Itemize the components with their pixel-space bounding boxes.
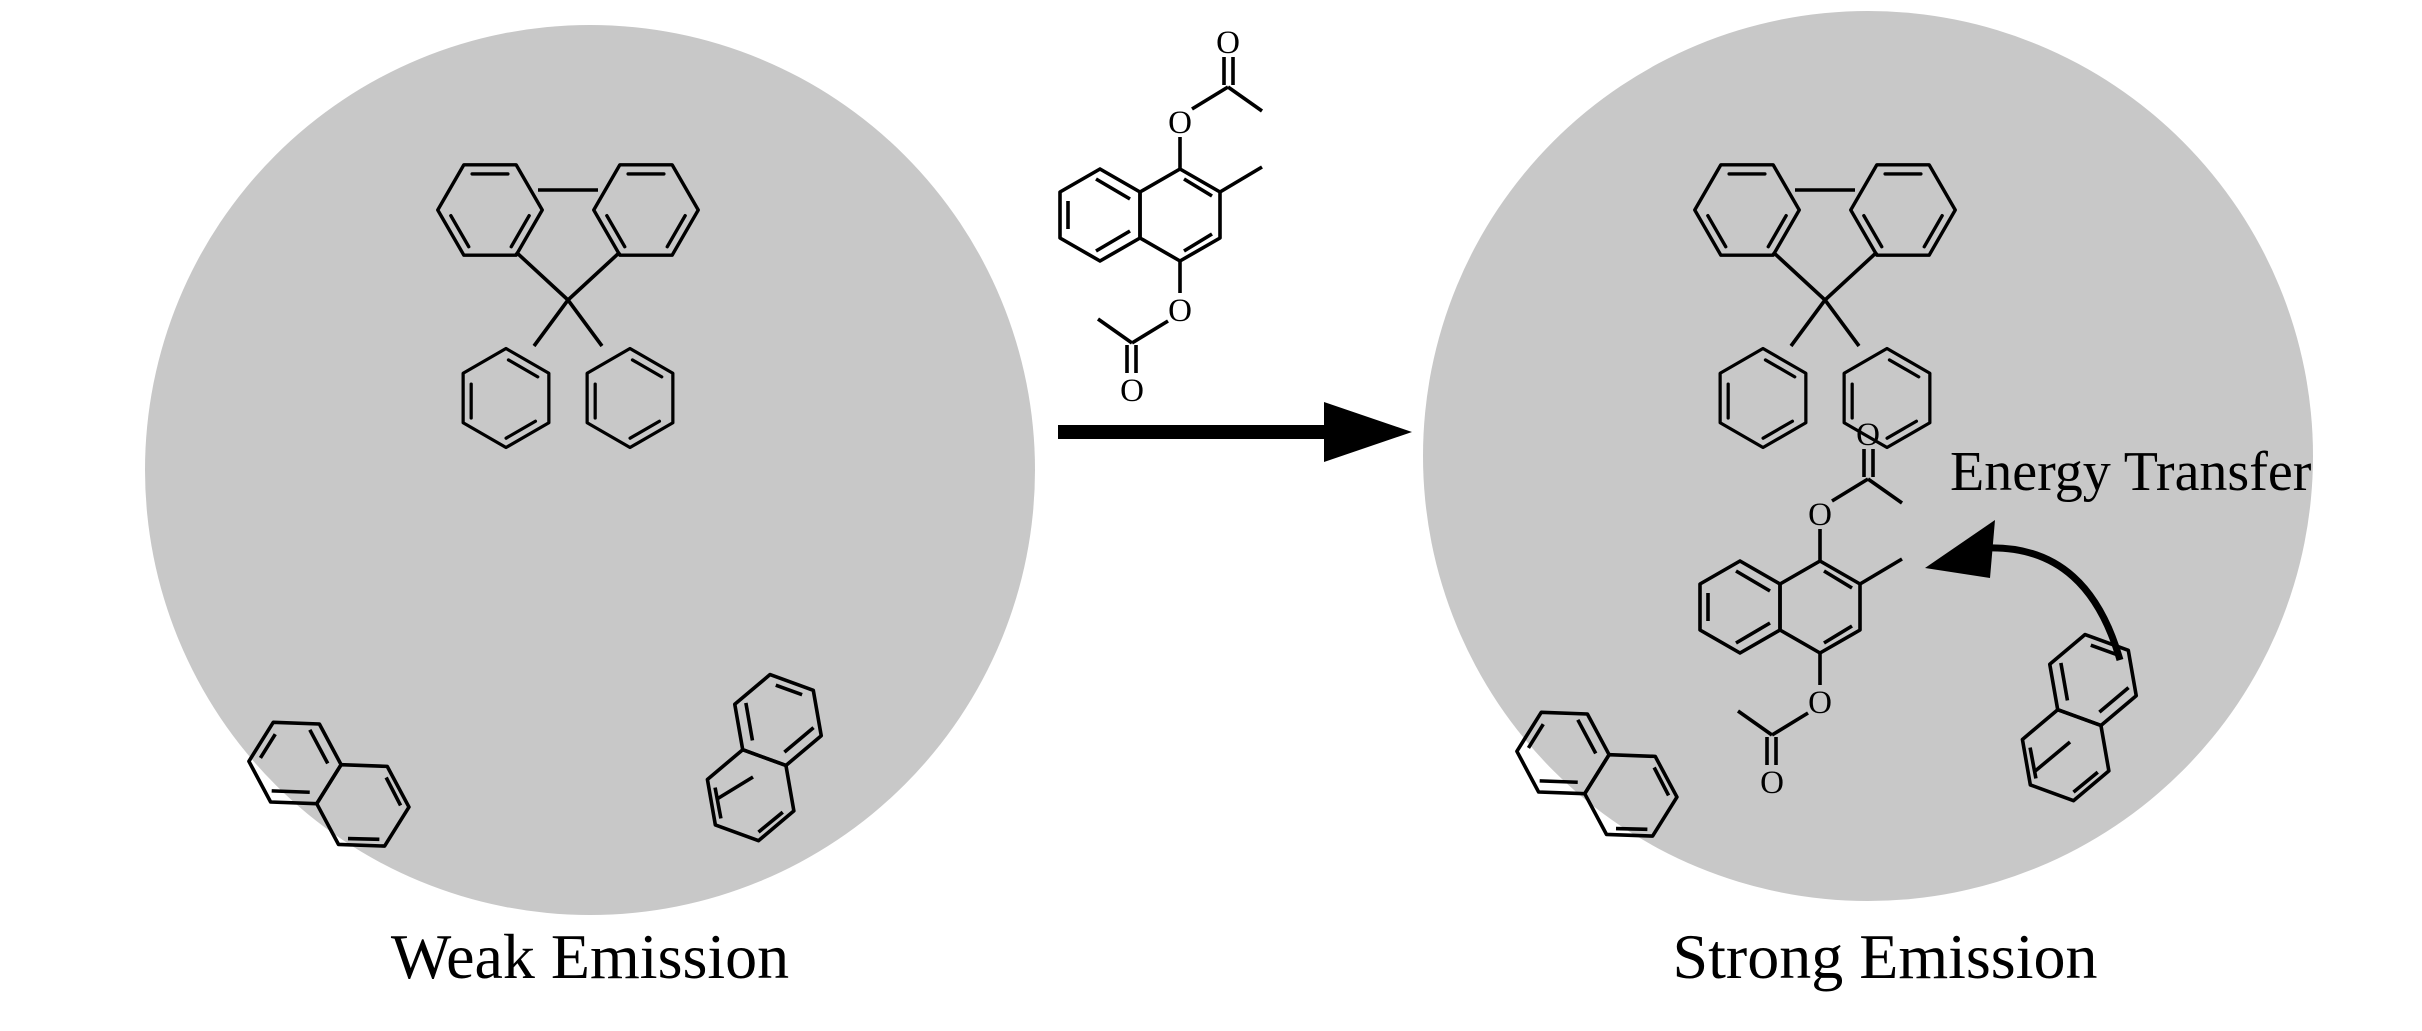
right-sphere [1423,11,2313,901]
energy-transfer-arrowhead [1925,520,1995,578]
oxygen-label: O [1808,497,1832,533]
strong-emission-caption: Strong Emission [1673,921,2098,992]
oxygen-label: O [1856,417,1880,453]
oxygen-label: O [1808,685,1832,721]
methylnaphthalene-right [2006,624,2152,811]
oxygen-label: O [1216,25,1240,61]
energy-transfer-label: Energy Transfer [1950,441,2312,503]
oxygen-label: O [1168,293,1192,329]
energy-transfer-arrow [1984,544,2124,661]
diacetate-right: O O O O [1700,417,1902,801]
oxygen-label: O [1760,765,1784,801]
oxygen-label: O [1120,373,1144,409]
diacetate-reagent: O O O O [1060,25,1262,409]
oxygen-label: O [1168,105,1192,141]
left-sphere [145,25,1035,915]
weak-emission-caption: Weak Emission [391,921,789,992]
reaction-arrow-head [1324,402,1412,462]
methylnaphthalene-left [691,664,837,851]
